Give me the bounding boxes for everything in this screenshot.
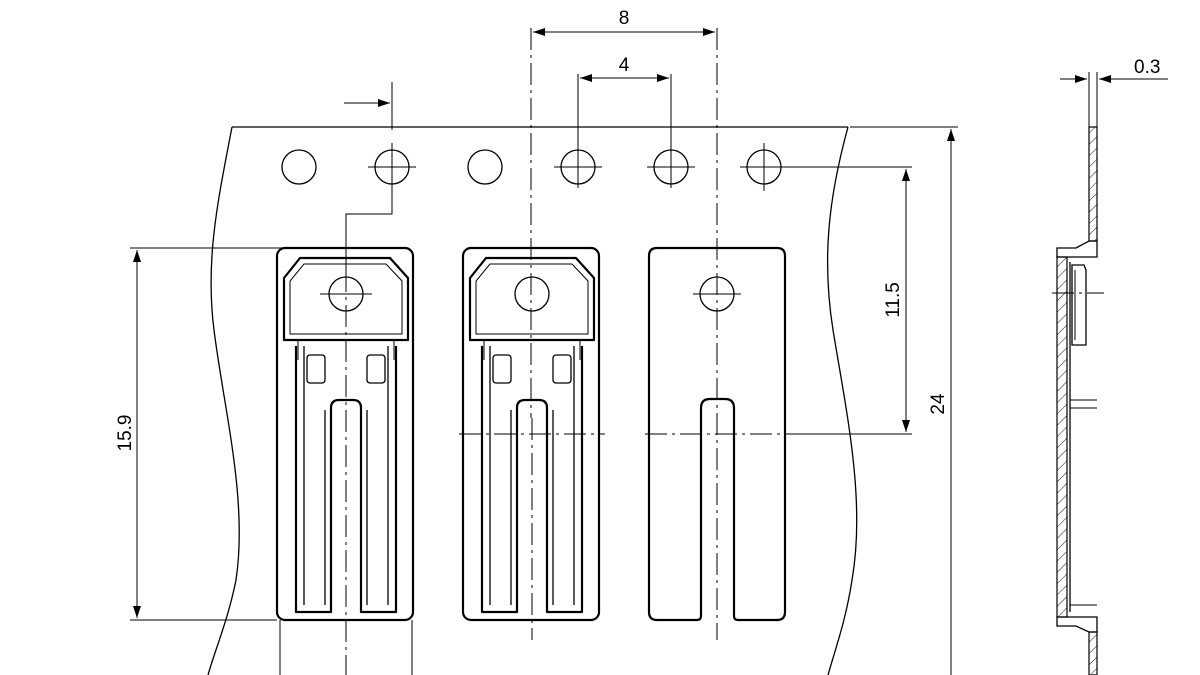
dim-label-11-5: 11.5 — [883, 282, 904, 318]
dim-15-9: 15.9 — [115, 247, 285, 621]
lead-pad — [366, 354, 386, 384]
dim-label-8: 8 — [619, 8, 630, 29]
sprocket-hole — [467, 149, 503, 185]
component-leads — [480, 346, 584, 614]
component-hole — [514, 276, 550, 312]
lead-pad — [306, 354, 326, 384]
component-leads — [294, 346, 398, 614]
component-body — [282, 256, 410, 342]
dim-11-5: 11.5 — [788, 166, 912, 435]
dim-pitch-8: 8 — [530, 8, 715, 418]
side-view-section — [1052, 126, 1104, 675]
tape-right-break — [826, 126, 858, 675]
pocket-1 — [275, 246, 415, 675]
lead-pad — [492, 354, 512, 384]
component-body — [468, 256, 596, 342]
datum-arrow — [344, 82, 393, 270]
dim-label-4: 4 — [619, 55, 630, 76]
dim-label-15-9: 15.9 — [115, 415, 136, 452]
lead-pad — [552, 354, 572, 384]
pocket-2 — [459, 246, 605, 640]
empty-pocket-outline — [647, 246, 787, 622]
pocket-3 — [645, 28, 789, 640]
dim-label-24: 24 — [928, 393, 949, 415]
pocket-outline — [275, 246, 415, 622]
tape-left-break — [207, 126, 240, 675]
dim-pitch-4: 4 — [577, 55, 672, 188]
sprocket-hole — [281, 149, 317, 185]
sprocket-holes — [281, 143, 788, 191]
carrier-tape — [207, 126, 858, 675]
dim-label-0-3: 0.3 — [1134, 57, 1160, 78]
dim-24: 24 — [850, 126, 958, 675]
dim-0-3: 0.3 — [1060, 57, 1168, 127]
